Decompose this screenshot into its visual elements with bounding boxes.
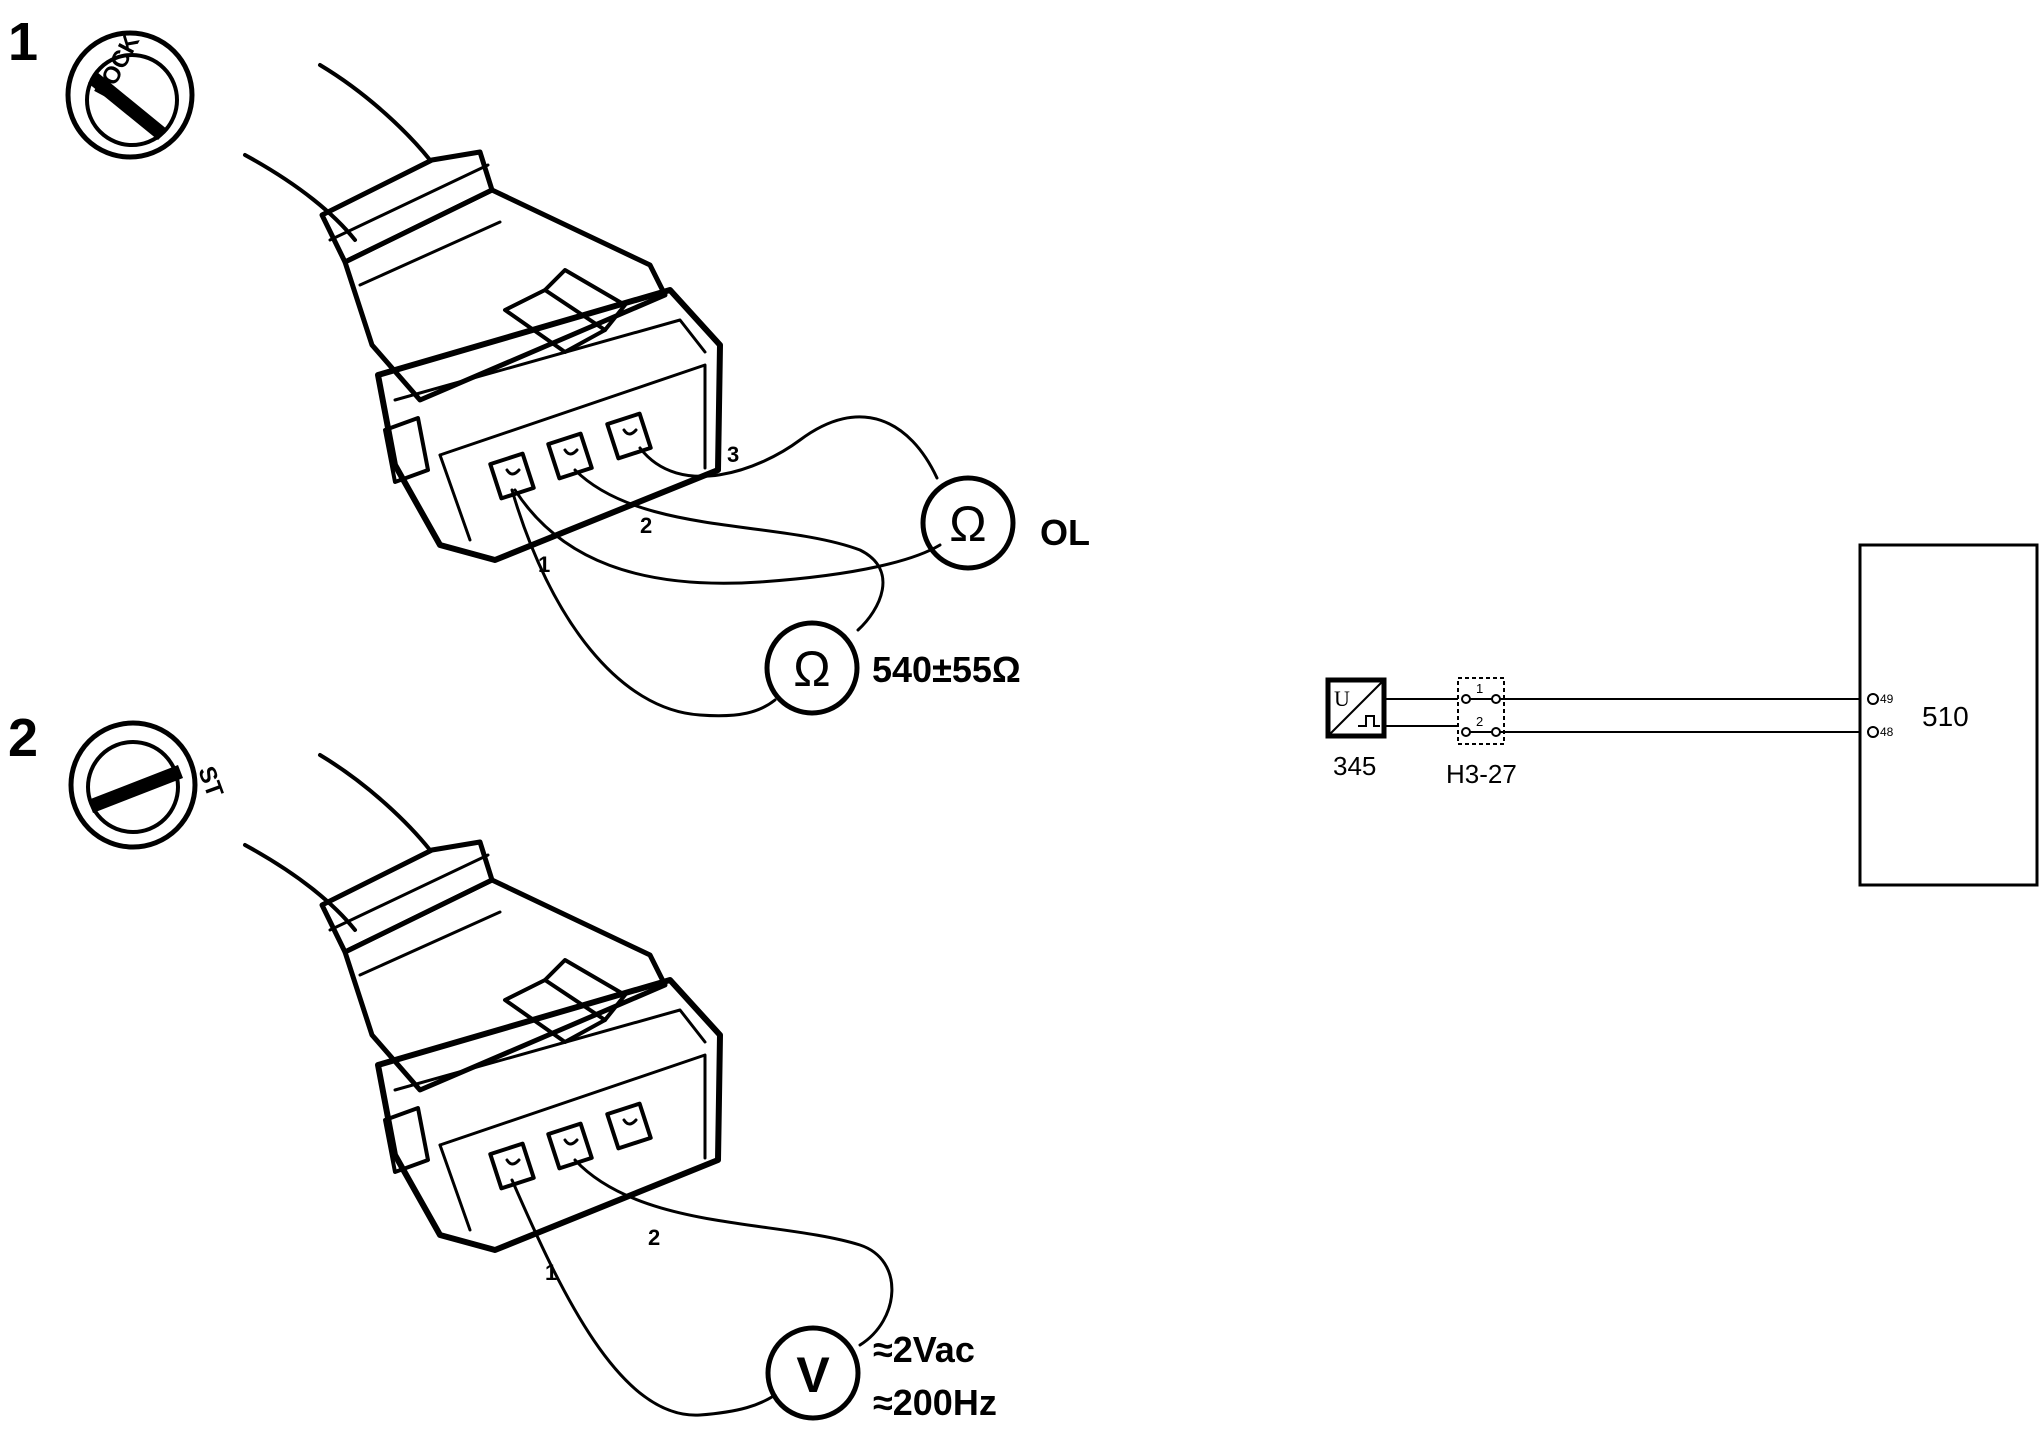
pin-label-1: 1 <box>545 1260 557 1285</box>
connector-pin-1: 1 <box>1476 681 1483 696</box>
switch-label-st: ST <box>192 763 228 801</box>
reading-resistance: 540±55Ω <box>872 649 1021 690</box>
ohm-symbol: Ω <box>793 641 830 697</box>
ecu-510: 49 48 510 <box>1858 543 2039 887</box>
volt-symbol: V <box>796 1347 830 1403</box>
voltmeter: V ≈2Vac ≈200Hz <box>765 1325 997 1423</box>
test-leads-step-2 <box>510 1158 894 1417</box>
pin-label-2: 2 <box>640 513 652 538</box>
connector-id: H3-27 <box>1446 759 1517 789</box>
connector-plug-2 <box>245 755 720 1250</box>
sensor-symbol-u: U <box>1334 686 1350 711</box>
wiring-schematic: U 345 1 2 H3-27 49 48 <box>1325 543 2039 887</box>
pin-label-2: 2 <box>648 1225 660 1250</box>
reading-ol: OL <box>1040 512 1090 553</box>
reading-frequency: ≈200Hz <box>873 1382 997 1423</box>
step-2: 2 ST 1 2 V ≈2Vac ≈200Hz <box>8 708 997 1423</box>
test-leads-step-1 <box>510 415 942 718</box>
ohmmeter-resistance: Ω 540±55Ω <box>764 620 1021 716</box>
step-1-number: 1 <box>8 12 38 72</box>
ecu-pin-49: 49 <box>1880 692 1894 706</box>
step-1: 1 LOCK 1 2 3 Ω OL <box>8 12 1090 718</box>
ignition-switch-lock-icon: LOCK <box>65 30 195 160</box>
connector-pin-2: 2 <box>1476 714 1483 729</box>
sensor-id: 345 <box>1333 751 1376 781</box>
ignition-switch-start-icon: ST <box>68 720 228 850</box>
sensor-345: U 345 <box>1325 677 1387 781</box>
ecu-id: 510 <box>1922 701 1969 732</box>
pin-label-3: 3 <box>727 442 739 467</box>
ecu-pin-48: 48 <box>1880 725 1894 739</box>
reading-voltage: ≈2Vac <box>873 1329 975 1370</box>
connector-plug-1 <box>245 65 720 560</box>
ohm-symbol: Ω <box>949 496 986 552</box>
ohmmeter-ol: Ω OL <box>920 475 1090 571</box>
step-2-number: 2 <box>8 708 38 768</box>
connector-h3-27: 1 2 H3-27 <box>1446 677 1517 789</box>
